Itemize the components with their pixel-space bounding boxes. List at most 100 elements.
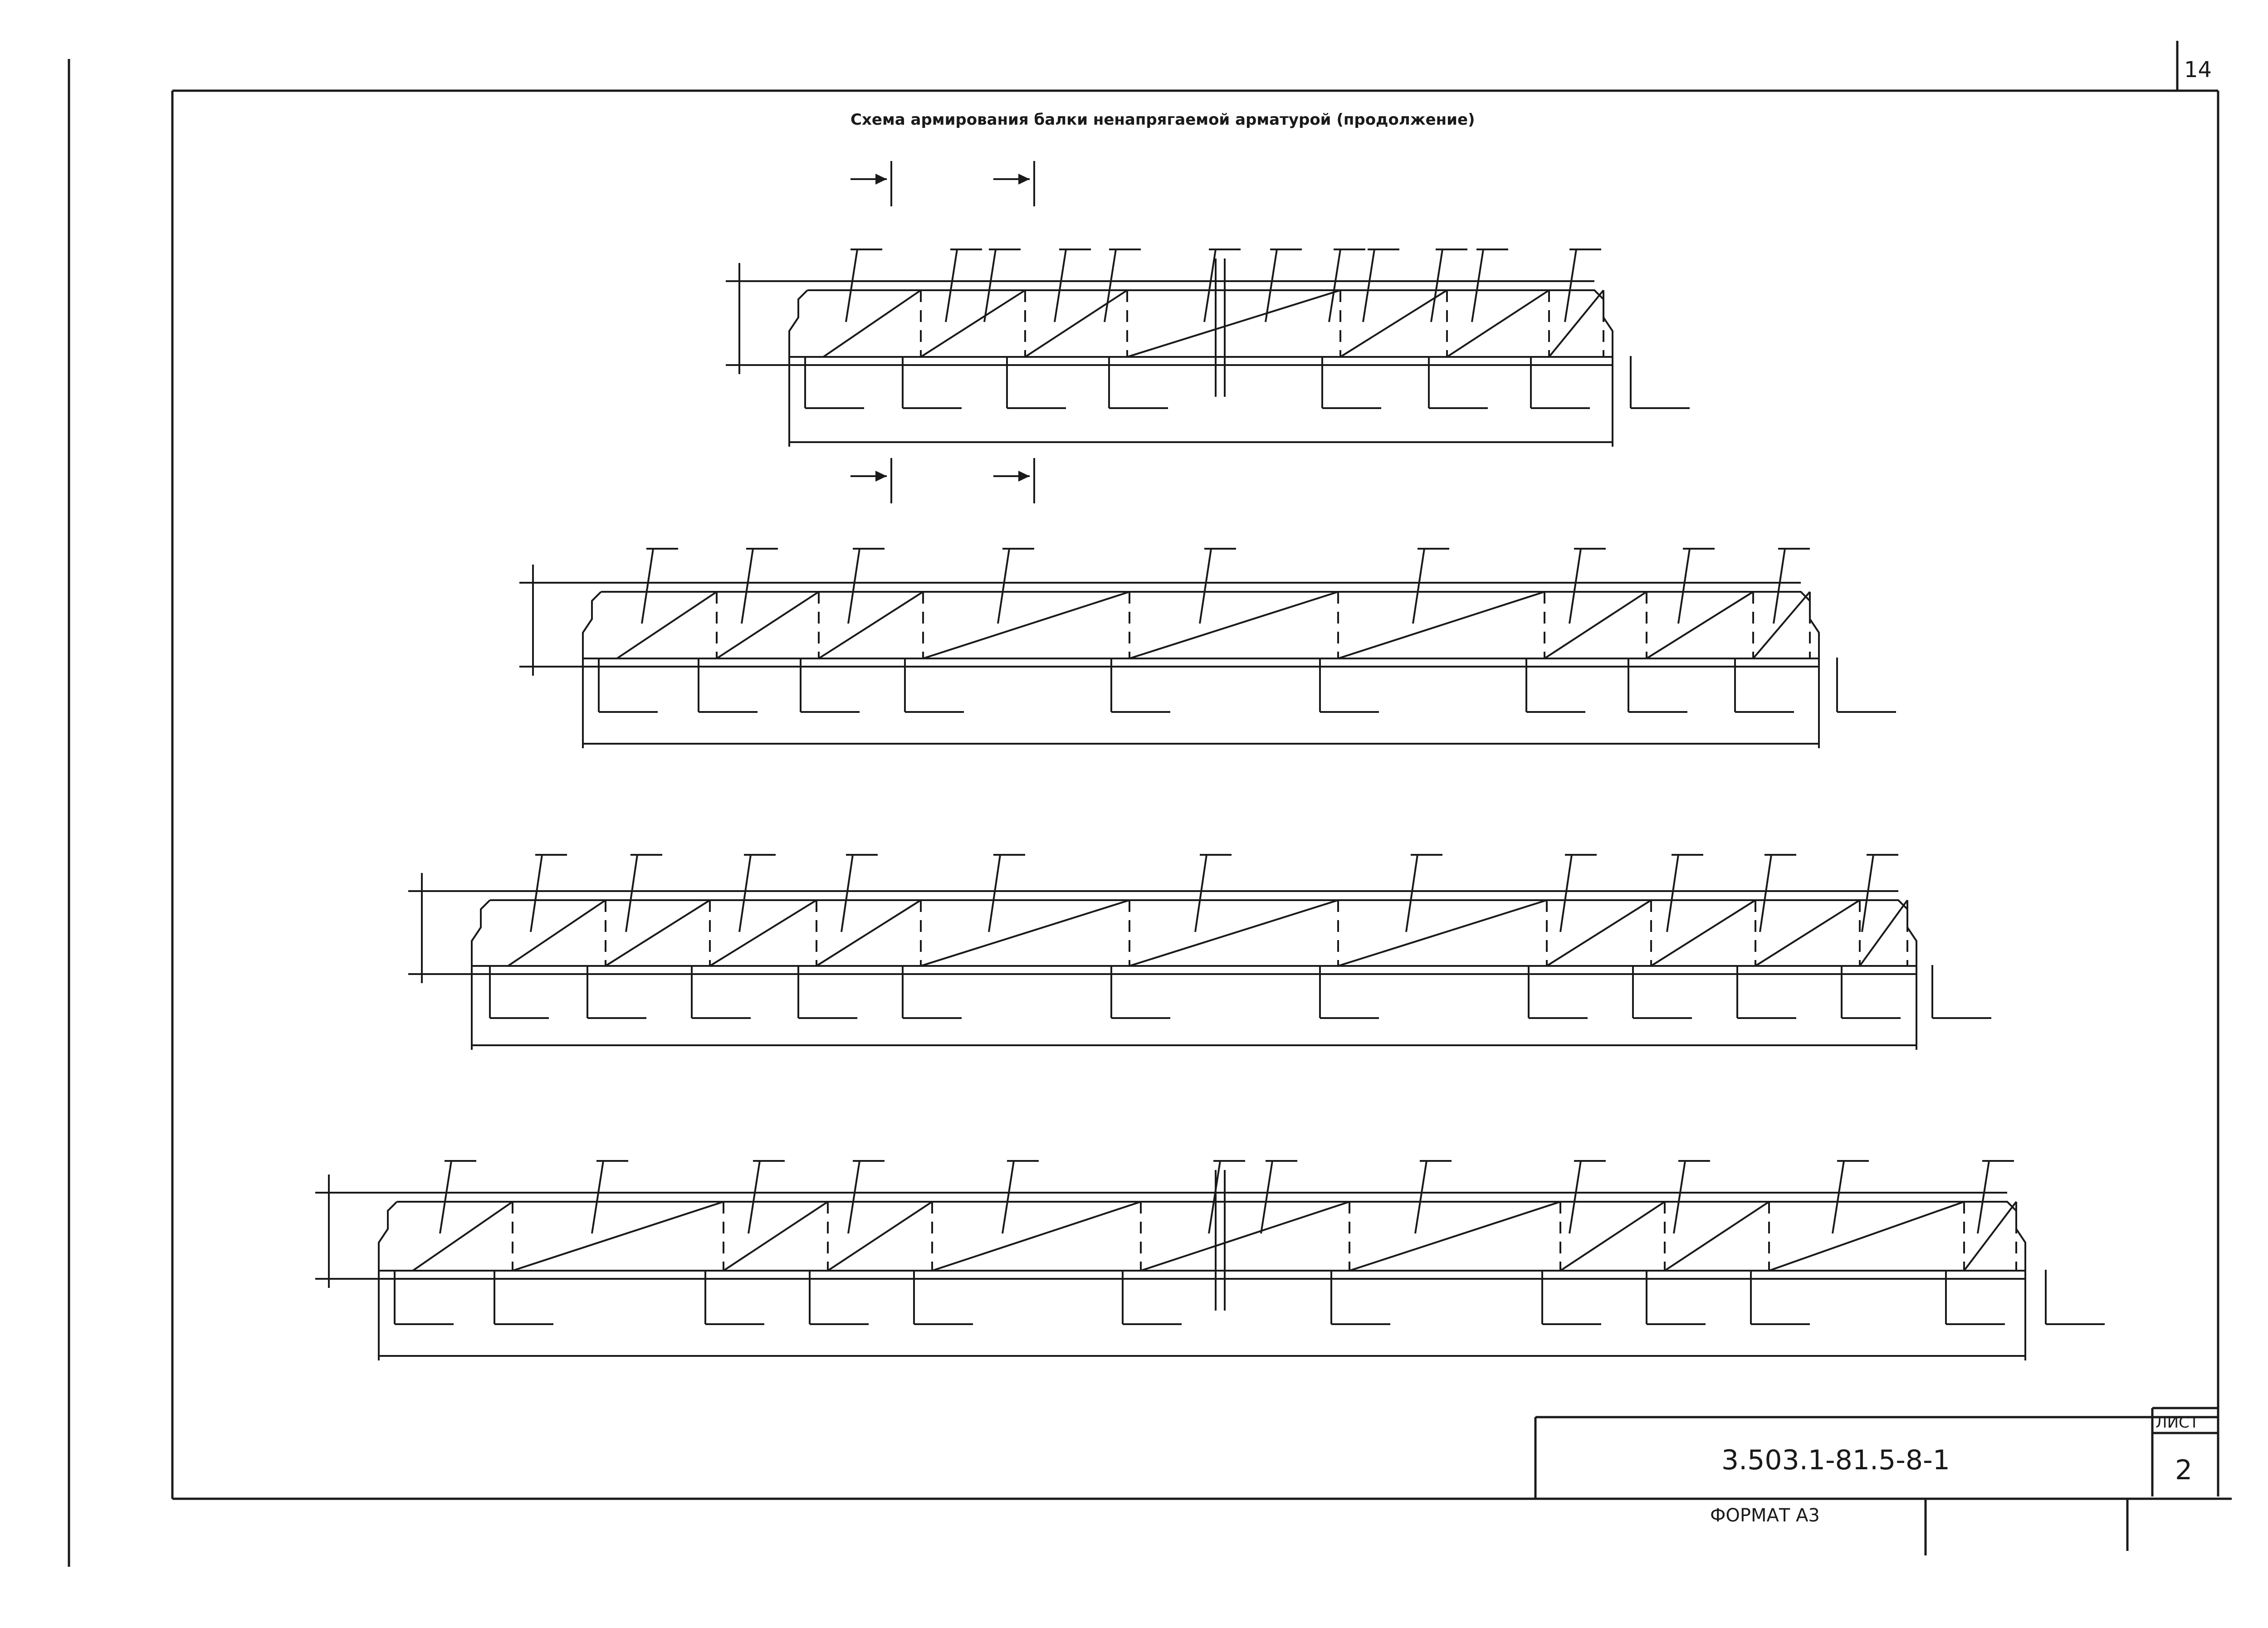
mesh-mark-leader <box>945 249 958 322</box>
mesh-mark-leader <box>841 854 854 932</box>
mesh-mark-leader <box>741 548 754 624</box>
corner-sheet-number: 14 <box>2184 57 2212 83</box>
mesh-mark-leader <box>1471 249 1484 322</box>
mesh-mark-leader <box>1773 548 1786 624</box>
mesh-diagonal <box>716 591 820 659</box>
mesh-mark-leader <box>1199 548 1212 624</box>
section-3 <box>408 854 1991 1050</box>
mesh-mark-leader <box>1430 249 1443 322</box>
mesh-mark-leader <box>1203 249 1217 322</box>
mesh-mark-leader <box>738 854 752 932</box>
mesh-diagonal <box>723 1201 829 1272</box>
mesh-mark-leader <box>983 249 997 322</box>
section-cut-arrowhead <box>1018 471 1030 482</box>
mesh-mark-leader <box>530 854 543 932</box>
mesh-mark-leader <box>1673 1160 1686 1234</box>
mesh-mark-leader <box>1564 249 1577 322</box>
section-1 <box>726 161 1690 447</box>
mesh-mark-leader <box>1759 854 1772 932</box>
mesh-mark-leader <box>997 548 1010 624</box>
mesh-mark-leader <box>1405 854 1418 932</box>
mesh-diagonal <box>1548 289 1604 358</box>
mesh-mark-leader <box>625 854 638 932</box>
mesh-diagonal <box>709 899 817 967</box>
mesh-diagonal <box>816 899 922 967</box>
mesh-diagonal <box>1769 1201 1965 1272</box>
title-block <box>1534 1407 2218 1555</box>
mesh-diagonal <box>1559 1201 1666 1272</box>
mesh-diagonal <box>920 899 1130 967</box>
mesh-diagonal <box>1755 899 1861 967</box>
mesh-mark-leader <box>1412 548 1425 624</box>
mesh-mark-leader <box>1104 249 1117 322</box>
beam-outline <box>582 591 1820 668</box>
mesh-diagonal <box>1646 591 1754 659</box>
mesh-mark-leader <box>1054 249 1067 322</box>
beam-outline <box>471 899 1917 975</box>
mesh-mark-leader <box>1002 1160 1015 1234</box>
mesh-mark-leader <box>748 1160 761 1234</box>
section-cut-arrowhead <box>1018 174 1030 185</box>
sheet-title: Схема армирования балки ненапрягаемой ар… <box>850 111 1475 129</box>
mesh-diagonal <box>923 591 1130 659</box>
mesh-diagonal <box>1963 1201 2017 1272</box>
mesh-mark-leader <box>1559 854 1573 932</box>
mesh-mark-leader <box>641 548 654 624</box>
mesh-mark-leader <box>439 1160 452 1234</box>
mesh-diagonal <box>1664 1201 1770 1272</box>
section-2 <box>519 458 1896 748</box>
mesh-mark-leader <box>1260 1160 1273 1234</box>
sheet-label: ЛИСТ <box>2156 1414 2199 1432</box>
mesh-diagonal <box>1544 591 1647 659</box>
mesh-mark-leader <box>1569 1160 1582 1234</box>
mesh-diagonal <box>1129 899 1339 967</box>
mesh-diagonal <box>920 289 1026 358</box>
sheet-frame <box>68 41 2232 1567</box>
mesh-mark-leader <box>1194 854 1207 932</box>
mesh-mark-leader <box>1208 1160 1221 1234</box>
mesh-diagonal <box>827 1201 933 1272</box>
mesh-mark-leader <box>1832 1160 1845 1234</box>
mesh-diagonal <box>822 289 922 358</box>
mesh-diagonal <box>1446 289 1550 358</box>
drawing-code: 3.503.1-81.5-8-1 <box>1721 1444 1950 1476</box>
mesh-diagonal <box>1129 591 1339 659</box>
mesh-diagonal <box>1546 899 1652 967</box>
mesh-mark-leader <box>1977 1160 1990 1234</box>
mesh-diagonal <box>1140 1201 1350 1272</box>
mesh-diagonal <box>507 899 606 967</box>
mesh-mark-leader <box>1666 854 1679 932</box>
mesh-diagonal <box>616 591 718 659</box>
section-cut-arrowhead <box>875 471 887 482</box>
mesh-diagonal <box>932 1201 1141 1272</box>
mesh-diagonal <box>1859 899 1908 967</box>
mesh-diagonal <box>1338 899 1547 967</box>
mesh-diagonal <box>412 1201 513 1272</box>
section-cut-arrowhead <box>875 174 887 185</box>
sheet-number: 2 <box>2175 1454 2192 1486</box>
mesh-diagonal <box>1752 591 1811 659</box>
mesh-mark-leader <box>1265 249 1278 322</box>
mesh-diagonal <box>1127 289 1341 358</box>
mesh-mark-leader <box>988 854 1001 932</box>
mesh-mark-leader <box>591 1160 604 1234</box>
mesh-diagonal <box>1338 591 1545 659</box>
beam-sections <box>315 161 2105 1360</box>
mesh-diagonal <box>1024 289 1128 358</box>
mesh-diagonal <box>1339 289 1448 358</box>
mesh-mark-leader <box>1414 1160 1427 1234</box>
mesh-mark-leader <box>847 1160 860 1234</box>
mesh-diagonal <box>605 899 711 967</box>
mesh-mark-leader <box>1328 249 1341 322</box>
mesh-mark-leader <box>1362 249 1375 322</box>
mesh-diagonal <box>512 1201 724 1272</box>
mesh-diagonal <box>1650 899 1756 967</box>
mesh-diagonal <box>818 591 924 659</box>
mesh-mark-leader <box>1677 548 1691 624</box>
beam-outline <box>788 289 1613 366</box>
format-label: ФОРМАТ А3 <box>1710 1505 1820 1526</box>
mesh-diagonal <box>1349 1201 1561 1272</box>
section-4 <box>315 1160 2105 1360</box>
mesh-mark-leader <box>847 548 860 624</box>
